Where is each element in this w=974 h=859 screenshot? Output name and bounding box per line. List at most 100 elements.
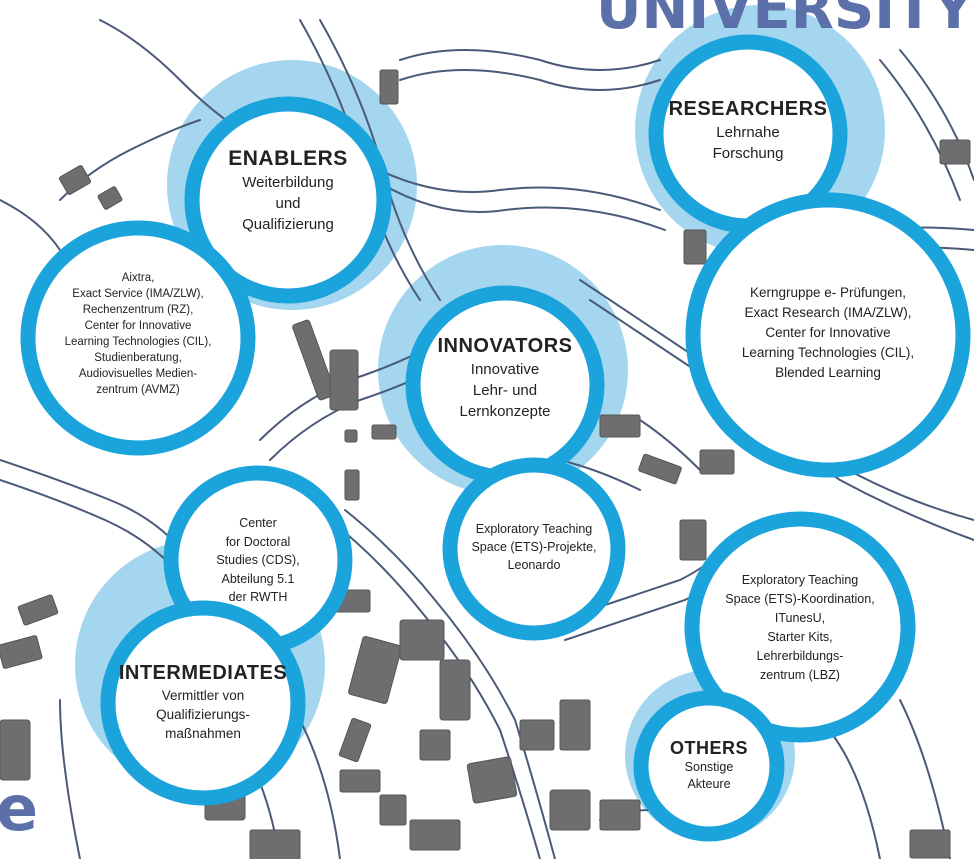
building — [419, 729, 451, 761]
building — [638, 453, 682, 485]
street — [639, 419, 701, 471]
member-line: Starter Kits, — [767, 630, 833, 644]
member-line: for Doctoral — [225, 534, 291, 549]
corner-title-bottom: e — [0, 772, 39, 845]
researchers-line: Lehrnahe — [716, 124, 780, 141]
street — [819, 719, 881, 859]
member-line: Aixtra, — [121, 272, 155, 284]
building — [58, 165, 92, 195]
building — [371, 424, 397, 440]
building — [399, 619, 445, 661]
building — [344, 429, 358, 443]
member-line: Center for Innovative — [84, 320, 192, 332]
street — [59, 699, 81, 859]
enablers-line: und — [275, 195, 301, 212]
enablers-line: Qualifizierung — [242, 216, 334, 233]
building — [439, 659, 471, 721]
building — [338, 717, 372, 763]
enablers-members-ring — [20, 220, 256, 456]
building — [348, 636, 402, 704]
building — [599, 799, 641, 831]
researchers-line: Forschung — [712, 145, 784, 162]
others-circle: OTHERS Sonstige Akteure — [654, 737, 764, 793]
building — [699, 449, 735, 475]
street — [559, 459, 641, 491]
building — [679, 519, 707, 561]
member-line: Learning Technologies (CIL), — [741, 345, 915, 360]
innovators-circle: INNOVATORS Innovative Lehr- und Lernkonz… — [425, 333, 585, 422]
member-line: Exact Service (IMA/ZLW), — [72, 288, 204, 300]
building — [466, 756, 518, 804]
building — [939, 139, 971, 165]
member-line: Leonardo — [507, 558, 561, 572]
innovators-title: INNOVATORS — [437, 335, 573, 357]
researchers-circle: RESEARCHERS Lehrnahe Forschung — [668, 96, 828, 164]
building — [0, 635, 43, 669]
member-line: Audiovisuelles Medien- — [78, 368, 198, 380]
member-line: Center — [239, 516, 277, 530]
enablers-title: ENABLERS — [228, 147, 348, 170]
building — [683, 229, 707, 265]
building — [249, 829, 301, 859]
member-line: Abteilung 5.1 — [221, 571, 295, 586]
researchers-members-ring — [685, 192, 971, 478]
intermediates-line: Vermittler von — [161, 688, 245, 703]
street — [99, 19, 241, 131]
intermediates-title: INTERMEDIATES — [118, 662, 288, 684]
enablers-members-circle: Aixtra, Exact Service (IMA/ZLW), Rechenz… — [38, 270, 238, 398]
member-line: ITunesU, — [774, 611, 826, 625]
street — [879, 59, 961, 201]
building — [339, 769, 381, 793]
member-line: Space (ETS)-Koordination, — [725, 592, 875, 606]
researchers-members-circle: Kerngruppe e- Prüfungen, Exact Research … — [713, 283, 943, 383]
member-line: Exploratory Teaching — [475, 522, 593, 536]
enablers-circle: ENABLERS Weiterbildung und Qualifizierun… — [203, 146, 373, 235]
intermediates-members-circle: Center for Doctoral Studies (CDS), Abtei… — [188, 514, 328, 607]
building — [519, 719, 555, 751]
building — [329, 349, 359, 411]
street — [0, 199, 61, 251]
street — [399, 49, 661, 71]
building — [379, 69, 399, 105]
innovators-members-ring — [442, 457, 626, 641]
street — [299, 719, 341, 859]
others-ring — [633, 690, 785, 842]
enablers-line: Weiterbildung — [242, 174, 334, 191]
researchers-title: RESEARCHERS — [668, 98, 828, 120]
member-line: Studies (CDS), — [216, 553, 300, 567]
member-line: Rechenzentrum (RZ), — [82, 304, 194, 316]
intermediates-line: maßnahmen — [165, 726, 241, 741]
street — [344, 509, 556, 859]
street — [399, 69, 661, 91]
building — [292, 319, 336, 401]
street — [0, 479, 181, 576]
building — [599, 414, 641, 438]
building — [559, 699, 591, 751]
member-line: Kerngruppe e- Prüfungen, — [749, 285, 907, 300]
street — [0, 459, 191, 561]
building — [909, 829, 951, 859]
building — [344, 469, 360, 501]
member-line: zentrum (AVMZ) — [96, 384, 180, 396]
enablers-ring — [184, 96, 392, 304]
building — [409, 819, 461, 851]
innovators-line: Lehr- und — [472, 382, 538, 399]
intermediates-ring — [100, 600, 306, 806]
others-members-ring — [684, 511, 916, 743]
others-title: OTHERS — [669, 738, 748, 758]
building — [549, 789, 591, 831]
member-line: Center for Innovative — [765, 325, 891, 340]
intermediates-circle: INTERMEDIATES Vermittler von Qualifizier… — [113, 660, 293, 743]
member-line: Exploratory Teaching — [741, 573, 859, 587]
member-line: Exact Research (IMA/ZLW), — [744, 305, 912, 320]
member-line: Learning Technologies (CIL), — [64, 336, 212, 348]
innovators-members-circle: Exploratory Teaching Space (ETS)-Projekt… — [454, 520, 614, 574]
rings — [20, 34, 971, 842]
member-line: Lehrerbildungs- — [756, 649, 844, 663]
member-line: Studienberatung, — [94, 352, 182, 364]
building — [97, 186, 123, 210]
innovators-line: Innovative — [470, 361, 540, 378]
street — [359, 159, 661, 211]
intermediates-line: Qualifizierungs- — [156, 707, 250, 722]
